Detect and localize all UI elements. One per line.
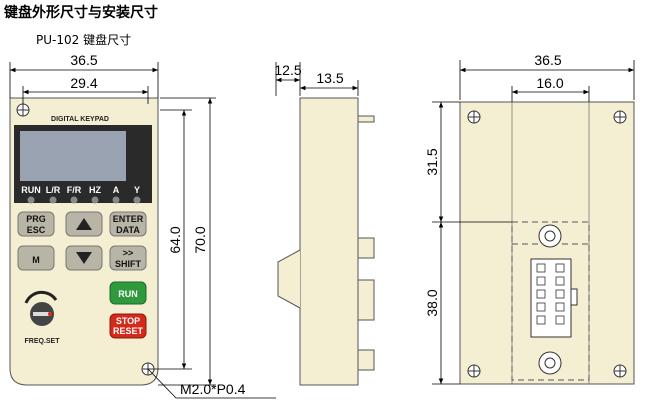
page-title: 键盘外形尺寸与安装尺寸 xyxy=(4,5,158,21)
front-height-total: 70.0 xyxy=(192,226,208,253)
front-width-total: 36.5 xyxy=(70,52,97,68)
side-connector xyxy=(357,279,375,321)
led-fr-icon xyxy=(70,196,78,204)
back-height-upper: 31.5 xyxy=(424,148,440,175)
side-depth-front: 12.5 xyxy=(274,62,301,78)
back-hole-bottom-left-icon xyxy=(467,364,481,378)
freq-set-label: FREQ.SET xyxy=(24,338,60,345)
svg-text:RUN: RUN xyxy=(118,289,138,299)
led-label-run: RUN xyxy=(21,185,41,195)
lcd-screen xyxy=(20,131,126,181)
front-view: DIGITAL KEYPAD RUN L/R F/R HZ A Y PRG ES… xyxy=(9,52,276,399)
back-hole-bottom-right-icon xyxy=(613,364,627,378)
svg-text:>>: >> xyxy=(123,248,134,258)
side-depth-body: 13.5 xyxy=(316,70,343,86)
back-height-lower: 38.0 xyxy=(424,289,440,316)
down-arrow-key[interactable] xyxy=(65,245,103,271)
side-body xyxy=(299,97,359,386)
led-a-icon xyxy=(112,196,120,204)
svg-text:DATA: DATA xyxy=(116,225,140,235)
side-knob-profile xyxy=(277,249,301,309)
svg-text:SHIFT: SHIFT xyxy=(115,259,142,269)
led-y-icon xyxy=(133,196,141,204)
back-hole-top-right-icon xyxy=(613,110,627,124)
hole-spec-note: M2.0*P0.4 xyxy=(180,381,246,397)
run-key[interactable]: RUN xyxy=(109,281,147,305)
enter-data-key[interactable]: ENTER DATA xyxy=(109,211,147,237)
led-hz-icon xyxy=(91,196,99,204)
svg-text:ESC: ESC xyxy=(27,225,46,235)
front-width-inner: 29.4 xyxy=(70,75,97,91)
back-screw-top-icon xyxy=(538,224,562,248)
led-label-a: A xyxy=(113,185,120,195)
svg-text:M: M xyxy=(32,255,40,265)
svg-text:ENTER: ENTER xyxy=(113,214,144,224)
led-label-lr: L/R xyxy=(46,185,61,195)
svg-text:RESET: RESET xyxy=(113,326,144,336)
svg-text:STOP: STOP xyxy=(116,316,140,326)
back-view: 36.5 16.0 31.5 38.0 xyxy=(424,52,635,385)
m-key[interactable]: M xyxy=(17,245,55,271)
led-label-y: Y xyxy=(134,185,140,195)
prg-esc-key[interactable]: PRG ESC xyxy=(17,211,55,237)
keypad-model-label: PU-102 键盘尺寸 xyxy=(36,33,132,47)
back-width-inner: 16.0 xyxy=(536,75,563,91)
led-label-fr: F/R xyxy=(67,185,82,195)
svg-text:PRG: PRG xyxy=(26,214,46,224)
down-arrow-icon xyxy=(76,252,92,264)
brand-label: DIGITAL KEYPAD xyxy=(51,116,109,123)
shift-key[interactable]: >> SHIFT xyxy=(109,245,147,271)
side-clip-top xyxy=(357,115,375,123)
back-width-total: 36.5 xyxy=(534,52,561,68)
freq-knob-icon[interactable] xyxy=(24,290,58,326)
mounting-hole-top-icon xyxy=(16,103,30,117)
back-connector-icon xyxy=(530,258,578,338)
up-arrow-key[interactable] xyxy=(65,211,103,237)
back-screw-bottom-icon xyxy=(538,351,562,375)
back-recess-outline xyxy=(511,221,590,381)
back-hole-top-left-icon xyxy=(467,110,481,124)
side-view: 12.5 13.5 xyxy=(274,62,375,386)
up-arrow-icon xyxy=(76,218,92,230)
led-run-icon xyxy=(27,196,35,204)
stop-reset-key[interactable]: STOP RESET xyxy=(109,313,147,339)
led-label-hz: HZ xyxy=(89,185,101,195)
front-height-inner: 64.0 xyxy=(167,226,183,253)
led-lr-icon xyxy=(49,196,57,204)
